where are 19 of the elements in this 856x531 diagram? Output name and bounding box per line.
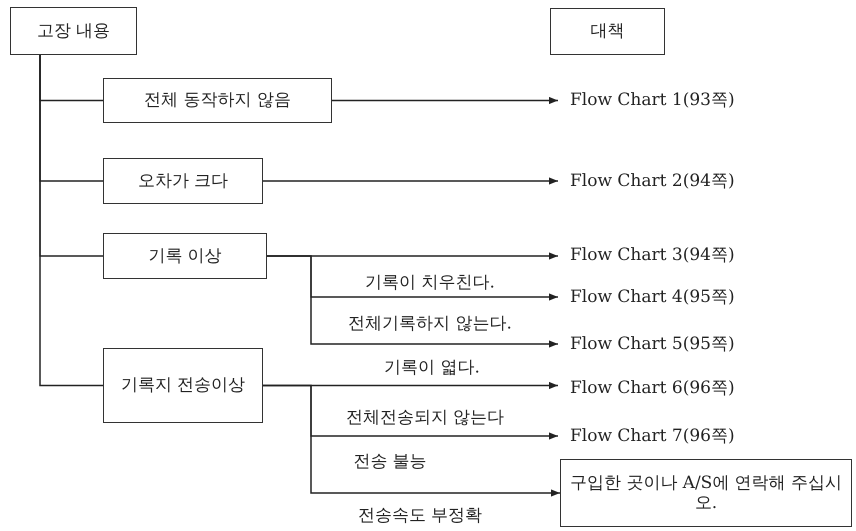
chart-reference: Flow Chart 3(94쪽) xyxy=(558,241,758,269)
arrow xyxy=(263,177,558,185)
chart-reference: Flow Chart 1(93쪽) xyxy=(558,86,758,114)
chart-reference: Flow Chart 5(95쪽) xyxy=(558,330,758,358)
category-box: 고장 내용 xyxy=(10,7,137,55)
fault-box: 기록지 전송이상 xyxy=(103,348,263,423)
fault-box: 전체 동작하지 않음 xyxy=(103,78,332,123)
fault-box: 오차가 크다 xyxy=(103,158,263,204)
fault-box: 기록 이상 xyxy=(103,233,267,279)
arrow xyxy=(267,255,558,348)
chart-reference: Flow Chart 2(94쪽) xyxy=(558,167,758,195)
header-box: 대책 xyxy=(550,8,665,55)
chart-reference: Flow Chart 7(96쪽) xyxy=(558,422,758,450)
contact-box: 구입한 곳이나 A/S에 연락해 주십시오. xyxy=(560,459,852,527)
arrow xyxy=(332,96,558,104)
chart-reference: Flow Chart 4(95쪽) xyxy=(558,283,758,311)
connector-line xyxy=(39,55,103,386)
chart-reference: Flow Chart 6(96쪽) xyxy=(558,374,758,402)
arrow xyxy=(263,384,560,497)
